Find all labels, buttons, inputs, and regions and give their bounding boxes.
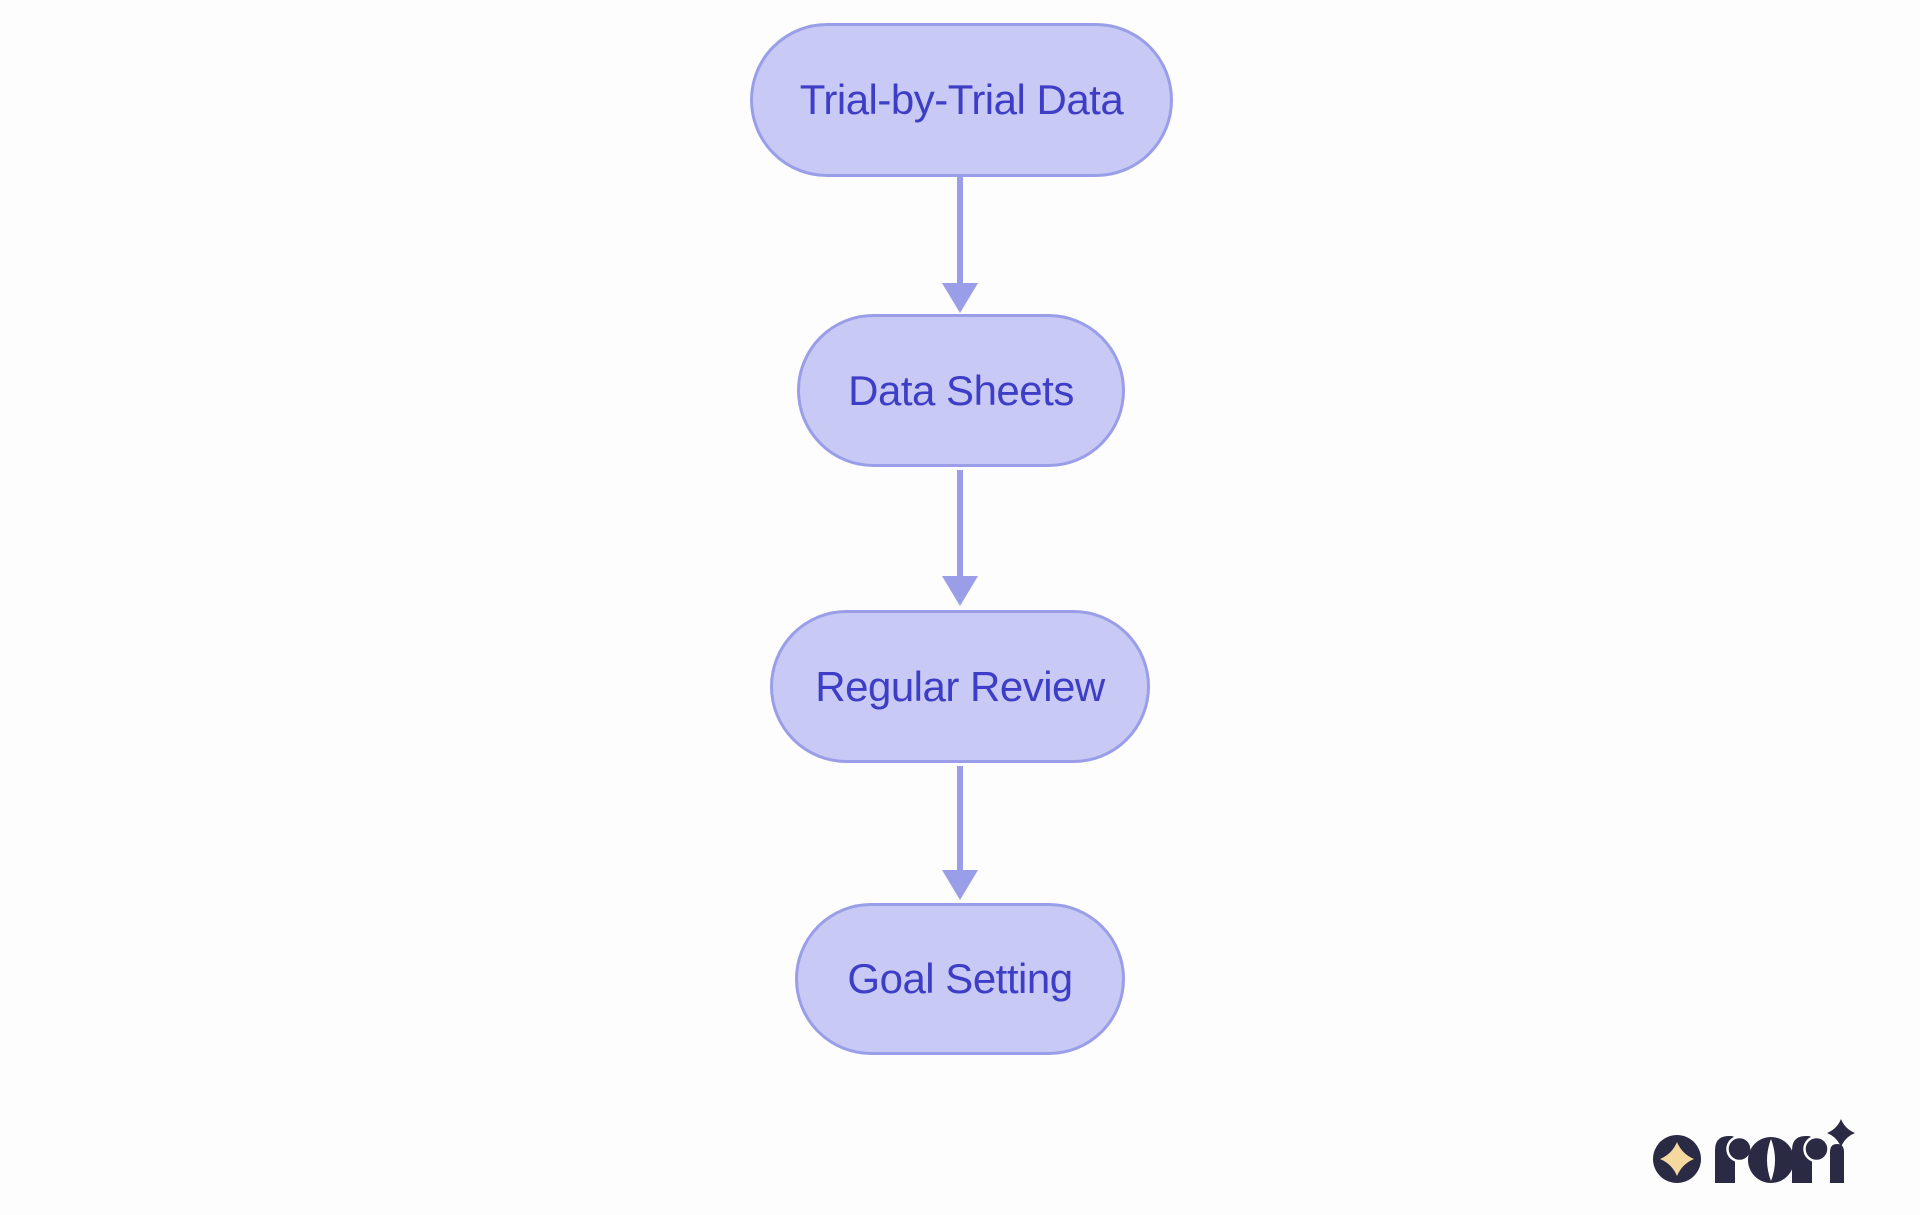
sparkle-circle-icon — [1653, 1135, 1701, 1183]
flowchart-node-trial-by-trial-data: Trial-by-Trial Data — [750, 23, 1173, 177]
node-label-data-sheets: Data Sheets — [848, 366, 1074, 414]
node-label-regular-review: Regular Review — [815, 662, 1105, 710]
flowchart-node-data-sheets: Data Sheets — [797, 314, 1125, 467]
rori-logo: rori — [1653, 1119, 1855, 1183]
arrow-trial-to-datasheets — [942, 177, 978, 313]
rori-wordmark — [1715, 1119, 1855, 1183]
arrow-datasheets-to-review — [942, 470, 978, 606]
sparkle-icon — [1827, 1119, 1855, 1147]
arrow-review-to-goal — [942, 766, 978, 900]
node-label-trial-by-trial-data: Trial-by-Trial Data — [799, 76, 1124, 123]
node-label-goal-setting: Goal Setting — [847, 955, 1073, 1002]
flowchart-node-regular-review: Regular Review — [770, 610, 1150, 763]
flowchart-node-goal-setting: Goal Setting — [795, 903, 1125, 1055]
